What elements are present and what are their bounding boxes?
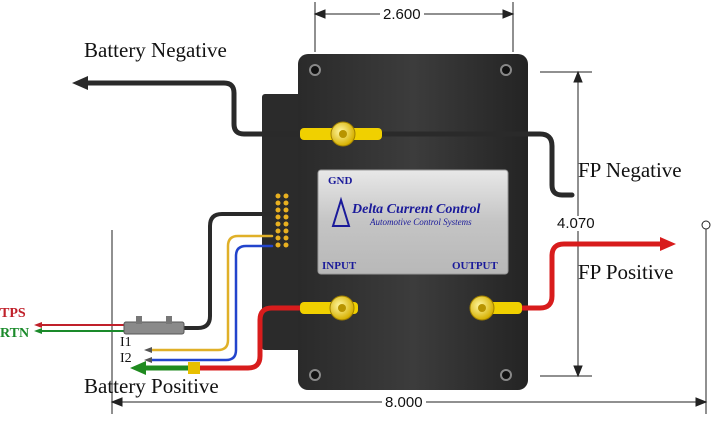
- wire-fp-positive: [517, 241, 663, 311]
- dimension-length-value: 8.000: [382, 395, 426, 410]
- mounting-holes: [309, 64, 512, 381]
- wire-input-red: [189, 305, 313, 371]
- mounting-bracket: [262, 94, 304, 350]
- label-fp-negative: FP Negative: [578, 158, 682, 182]
- faceplate: [317, 169, 509, 275]
- faceplate-gnd: GND: [328, 175, 353, 187]
- gnd-lug: [300, 121, 382, 147]
- wire-battery-negative: [85, 80, 575, 198]
- output-lug: [469, 295, 522, 321]
- label-battery-positive: Battery Positive: [84, 374, 219, 398]
- faceplate-brand: Delta Current Control: [352, 202, 481, 217]
- label-fp-positive: FP Positive: [578, 260, 674, 284]
- faceplate-tagline: Automotive Control Systems: [370, 217, 472, 227]
- wire-harness-black: [178, 212, 274, 330]
- label-tps: TPS: [0, 306, 26, 321]
- delta-logo-icon: [331, 196, 351, 227]
- connector-pins: [275, 193, 289, 248]
- dimension-height-value: 4.070: [554, 216, 598, 231]
- label-rtn: RTN: [0, 326, 30, 341]
- faceplate-input: INPUT: [322, 260, 357, 272]
- faceplate-output: OUTPUT: [452, 260, 498, 272]
- wire-i1: [150, 234, 274, 352]
- tps-connector: [123, 321, 185, 335]
- label-battery-negative: Battery Negative: [84, 38, 227, 62]
- label-i1: I1: [120, 335, 132, 350]
- wire-i2: [150, 244, 274, 362]
- label-i2: I2: [120, 351, 132, 366]
- dimension-width-value: 2.600: [380, 7, 424, 22]
- input-lug: [300, 295, 358, 321]
